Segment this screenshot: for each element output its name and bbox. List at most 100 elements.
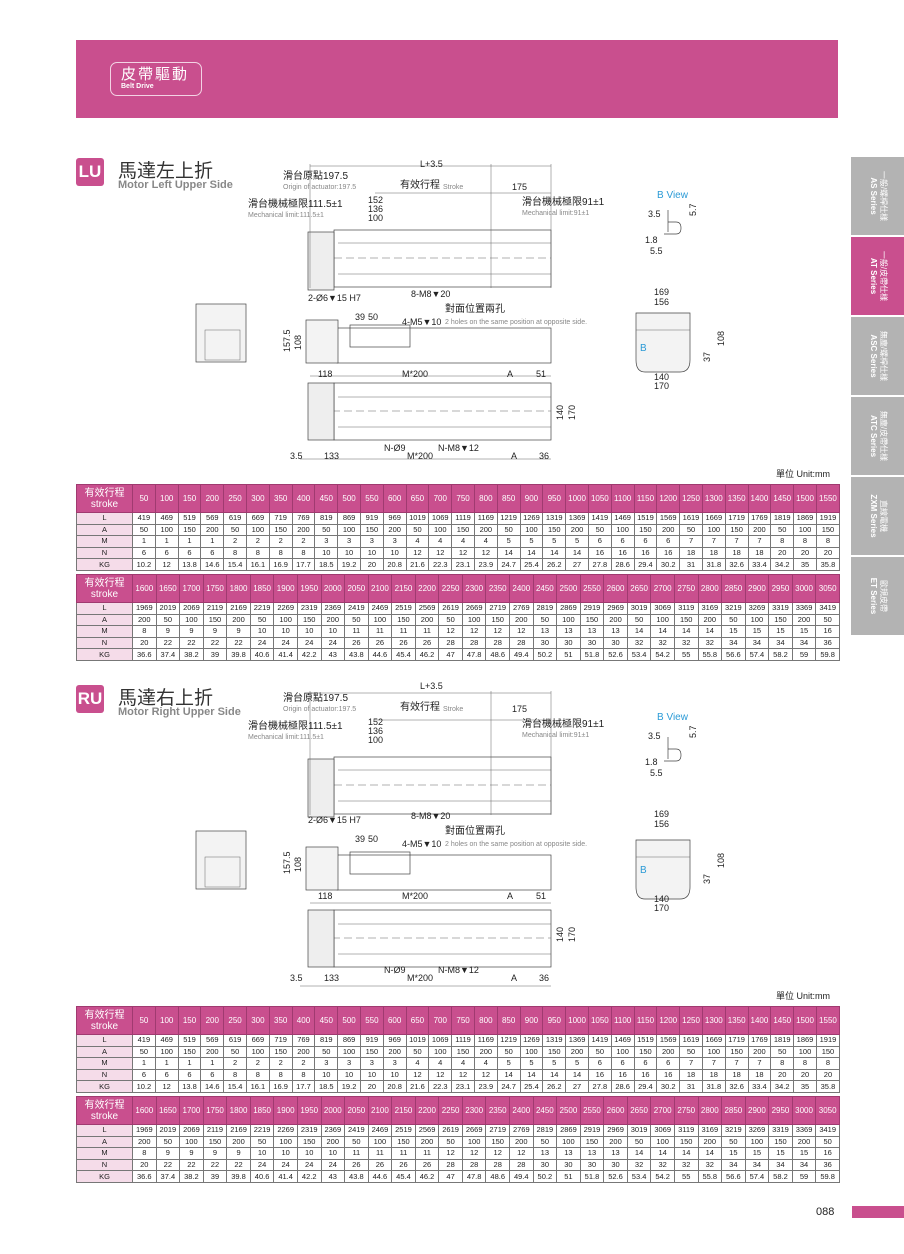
- table-cell: 6: [633, 1057, 658, 1070]
- table-cell: 200: [747, 523, 772, 537]
- layout-code-badge: RU: [76, 685, 104, 713]
- dim-label-stroke-en: Stroke: [443, 706, 464, 713]
- table-cell: 28.6: [610, 558, 635, 571]
- table-cell: 419: [132, 1034, 156, 1047]
- table-cell: 55.8: [697, 648, 723, 661]
- table-cell: 2769: [509, 1124, 534, 1137]
- stroke-value: 1350: [724, 484, 749, 513]
- table-cell: 32.6: [724, 558, 749, 571]
- table-cell: 8: [132, 625, 157, 638]
- dim-label-opp-zh: 對面位置兩孔: [445, 304, 505, 315]
- stroke-value: 600: [382, 1006, 407, 1035]
- table-cell: 6: [656, 535, 681, 548]
- table-cell: 20: [359, 1080, 384, 1093]
- table-cell: 100: [556, 613, 581, 627]
- table-cell: 39: [202, 648, 228, 661]
- table-cell: 10: [320, 1147, 346, 1160]
- stroke-value: 1550: [815, 484, 841, 513]
- table-cell: 55: [673, 648, 699, 661]
- table-cell: 10: [273, 1147, 298, 1160]
- table-cell: 8: [291, 1068, 316, 1082]
- table-cell: 14: [542, 546, 567, 560]
- table-cell: 32: [673, 636, 699, 650]
- table-cell: 22: [179, 1158, 204, 1172]
- table-cell: 100: [556, 1135, 581, 1149]
- table-cell: 1969: [132, 1124, 157, 1137]
- table-cell: 14: [565, 546, 589, 560]
- table-cell: 20: [770, 546, 795, 560]
- table-cell: 58.2: [768, 1170, 793, 1183]
- table-cell: 200: [414, 1135, 440, 1149]
- table-cell: 38.2: [179, 1170, 204, 1183]
- table-cell: 14: [496, 546, 521, 560]
- table-cell: 9: [179, 1147, 204, 1160]
- table-cell: 1269: [519, 512, 544, 525]
- table-cell: 50.2: [532, 1170, 558, 1183]
- row-label: KG: [76, 1170, 133, 1183]
- stroke-value: 2850: [721, 1096, 746, 1125]
- dim-label-d118: 118: [318, 891, 333, 901]
- table-cell: 1219: [496, 1034, 521, 1047]
- dim-label-stroke-zh: 有效行程: [400, 180, 440, 191]
- dim-label-mech-l-zh: 滑台機械極限111.5±1: [248, 199, 343, 210]
- table-cell: 37.4: [155, 1170, 181, 1183]
- table-cell: 19.2: [337, 1080, 361, 1093]
- table-cell: 14: [626, 625, 652, 638]
- table-cell: 40.6: [249, 1170, 275, 1183]
- table-cell: 519: [177, 1034, 202, 1047]
- table-cell: 7: [724, 535, 749, 548]
- table-cell: 2119: [202, 1124, 228, 1137]
- dim-label-total: L+3.5: [420, 159, 443, 169]
- table-cell: 43.8: [344, 648, 369, 661]
- dim-label-stroke-en: Stroke: [443, 184, 464, 191]
- table-cell: 619: [223, 1034, 247, 1047]
- table-cell: 1819: [770, 512, 795, 525]
- table-cell: 200: [473, 1045, 498, 1059]
- table-cell: 8: [268, 1068, 293, 1082]
- table-cell: 38.2: [179, 648, 204, 661]
- dim-label-m5: 4-M5▼10: [402, 317, 442, 327]
- table-cell: 22: [202, 636, 228, 650]
- table-cell: 7: [747, 1057, 772, 1070]
- table-cell: 719: [268, 1034, 293, 1047]
- table-cell: 10: [382, 1068, 407, 1082]
- stroke-value: 3000: [791, 574, 817, 603]
- table-cell: 32: [626, 636, 652, 650]
- table-cell: 14: [673, 1147, 699, 1160]
- table-cell: 9: [155, 625, 181, 638]
- table-cell: 11: [344, 625, 369, 638]
- table-cell: 2: [268, 535, 293, 548]
- table-cell: 5: [519, 535, 544, 548]
- table-cell: 39.8: [226, 648, 251, 661]
- motor-end-view: [195, 303, 247, 363]
- table-cell: 2069: [179, 1124, 204, 1137]
- table-cell: 100: [519, 523, 544, 537]
- table-cell: 45.4: [391, 1170, 416, 1183]
- stroke-value: 2000: [320, 574, 346, 603]
- table-cell: 7: [701, 1057, 726, 1070]
- table-cell: 22: [155, 1158, 181, 1172]
- row-label: A: [76, 613, 133, 627]
- stroke-value: 1050: [587, 484, 612, 513]
- table-cell: 31.8: [701, 1080, 726, 1093]
- stroke-value: 650: [405, 484, 430, 513]
- dim-label-d39: 39: [355, 834, 366, 844]
- row-label: N: [76, 1158, 133, 1172]
- dim-label-d118: 118: [318, 369, 333, 379]
- table-cell: 2719: [485, 1124, 510, 1137]
- table-cell: 1269: [519, 1034, 544, 1047]
- table-cell: 54.2: [650, 648, 675, 661]
- stroke-value: 2550: [579, 1096, 605, 1125]
- stroke-value: 2450: [532, 1096, 558, 1125]
